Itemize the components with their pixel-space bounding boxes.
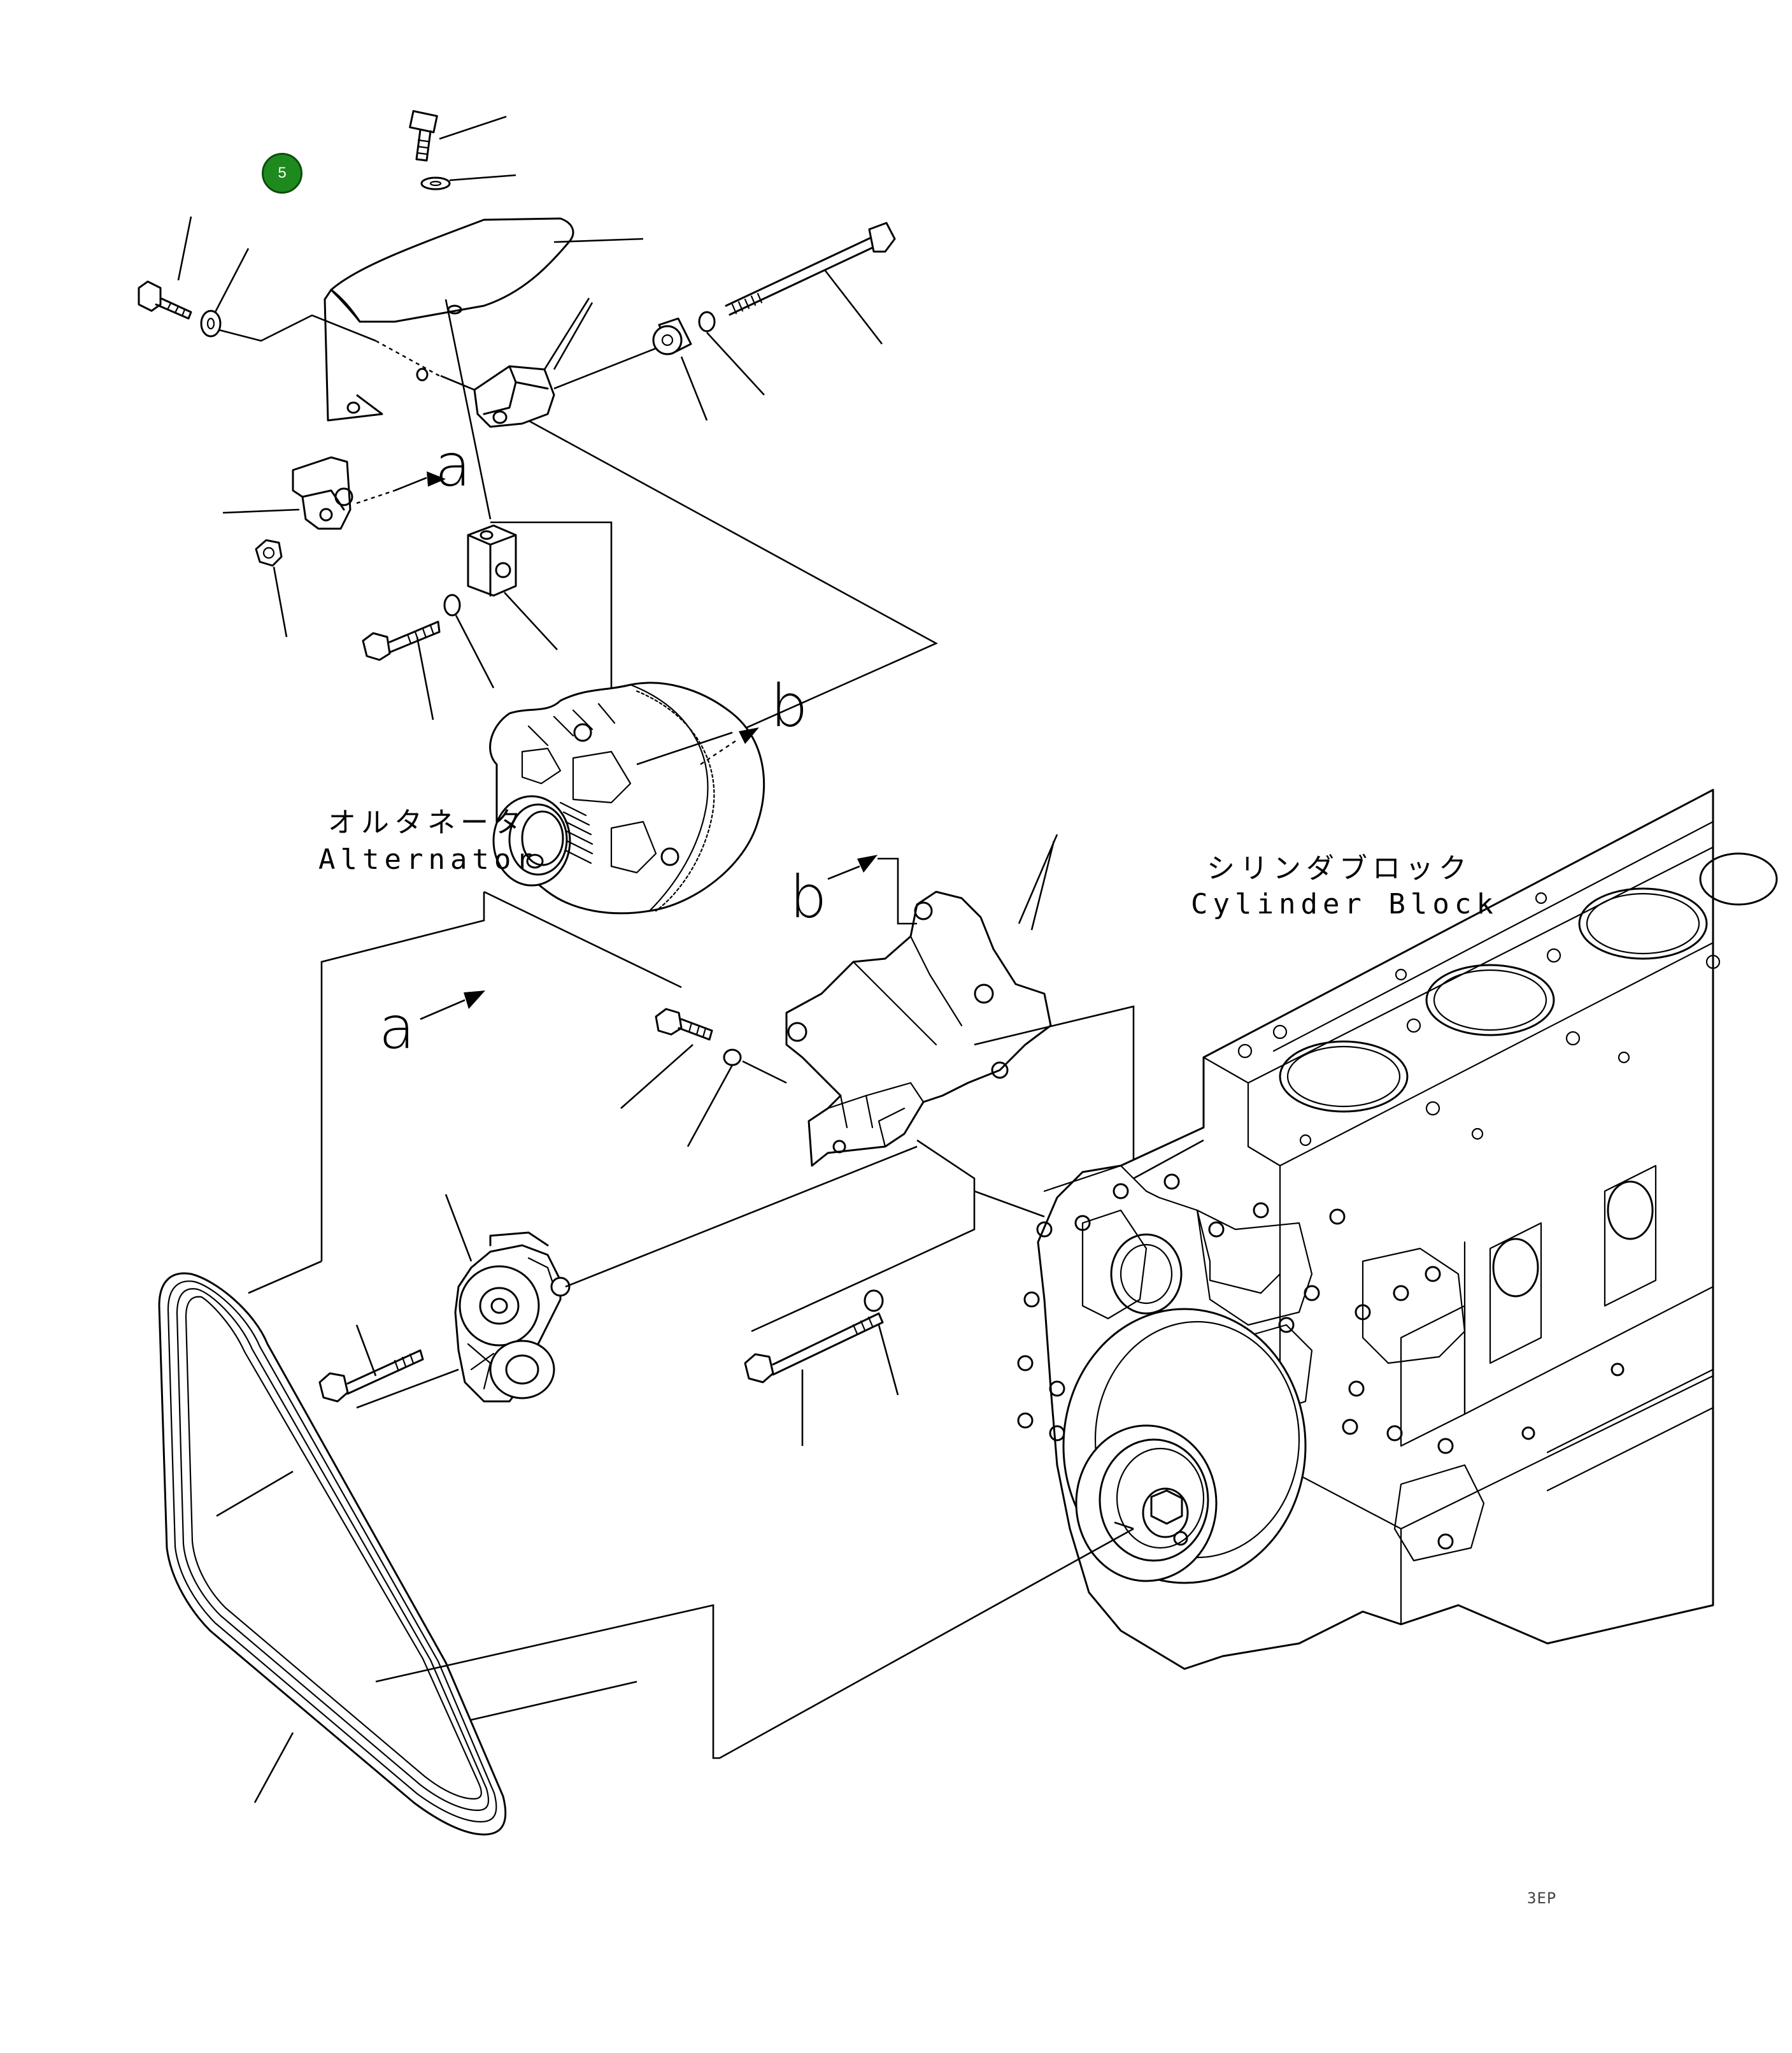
cover-side-washer [200, 310, 222, 338]
view-marker-b-top: b [771, 672, 807, 740]
drawing-code: 3EP [1527, 1889, 1557, 1907]
spacer-washer [698, 311, 716, 333]
item-number-badge[interactable]: 5 [262, 153, 302, 194]
front-cover-bolt [744, 1312, 884, 1384]
alternator-label-en: Alternator [318, 843, 538, 876]
callout-leaders [177, 115, 1055, 1803]
cylinder-block [1017, 789, 1778, 1670]
view-marker-b-bracket: b [790, 863, 827, 931]
spacer-block-washer [443, 594, 461, 617]
view-marker-a-top: a [435, 431, 471, 499]
cover-side-bolt [138, 280, 192, 320]
belt-tensioner [454, 1231, 571, 1403]
v-ribbed-belt [158, 1272, 507, 1836]
cover-bracket [473, 365, 555, 428]
alternator-label-jp: オルタネータ [328, 806, 527, 839]
alternator-mount-bolt [362, 620, 441, 661]
cylinder-block-label-jp: シリンダブロック [1207, 852, 1472, 885]
long-through-bolt [725, 222, 896, 316]
cover-washer [420, 176, 451, 190]
alternator-spacer-block [467, 524, 517, 597]
cylinder-block-label-en: Cylinder Block [1191, 888, 1498, 920]
bracket-washer [723, 1048, 742, 1066]
alternator [489, 682, 765, 915]
nut [255, 539, 283, 567]
alternator-mount-bracket [785, 891, 1052, 1167]
spacer-sleeve [652, 317, 692, 355]
cover-bolt [409, 110, 438, 162]
view-marker-a-left: a [379, 994, 415, 1062]
front-cover-washer [864, 1289, 884, 1312]
tensioner-bolt [318, 1349, 424, 1403]
bracket-bolt [655, 1008, 713, 1041]
mount-bracket-small [292, 456, 353, 530]
